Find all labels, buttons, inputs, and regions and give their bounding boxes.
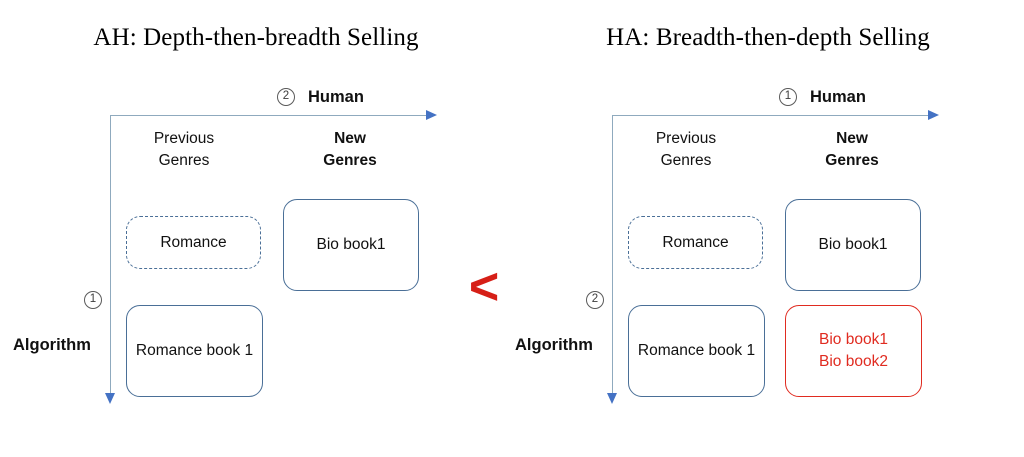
box-romance-book1-ah[interactable]: Romance book 1 bbox=[126, 305, 263, 397]
panel-title-ha: HA: Breadth-then-depth Selling bbox=[606, 24, 930, 51]
step-badge-algorithm-ha: 2 bbox=[586, 291, 604, 309]
box-romance-book1-ha[interactable]: Romance book 1 bbox=[628, 305, 765, 397]
comparison-operator: < bbox=[468, 258, 500, 316]
panel-ah: AH: Depth-then-breadth Selling 2 Human 1… bbox=[13, 24, 437, 404]
vertical-axis-line-ha bbox=[612, 115, 613, 395]
horizontal-axis-arrow-ha bbox=[928, 110, 939, 120]
step-badge-human-ah: 2 bbox=[277, 88, 295, 106]
panel-ha: HA: Breadth-then-depth Selling 1 Human 2… bbox=[512, 0, 1024, 457]
axis-label-algorithm-ah: Algorithm bbox=[13, 336, 91, 354]
column-header-previous-genres-ah: Previous Genres bbox=[153, 130, 215, 169]
vertical-axis-arrow-ha bbox=[606, 393, 617, 404]
step-badge-algorithm-ah: 1 bbox=[84, 291, 102, 309]
box-bio-books-new-ha[interactable]: Bio book1 Bio book2 bbox=[785, 305, 922, 397]
vertical-axis-arrow-ah bbox=[104, 393, 115, 404]
horizontal-axis-line-ha bbox=[612, 115, 930, 116]
vertical-axis-line-ah bbox=[110, 115, 111, 395]
column-header-new-genres-ha: New Genres bbox=[825, 130, 879, 169]
box-romance-genre-ha[interactable]: Romance bbox=[628, 216, 763, 269]
step-badge-human-ha: 1 bbox=[779, 88, 797, 106]
horizontal-axis-line-ah bbox=[110, 115, 428, 116]
axis-label-algorithm-ha: Algorithm bbox=[515, 336, 593, 354]
column-header-previous-genres-ha: Previous Genres bbox=[655, 130, 717, 169]
panel-title-ah: AH: Depth-then-breadth Selling bbox=[93, 24, 419, 51]
column-header-new-genres-ah: New Genres bbox=[323, 130, 377, 169]
axis-label-human-ha: Human bbox=[810, 88, 866, 106]
horizontal-axis-arrow-ah bbox=[426, 110, 437, 120]
box-bio-book1-ah[interactable]: Bio book1 bbox=[283, 199, 419, 291]
box-bio-book1-ha[interactable]: Bio book1 bbox=[785, 199, 921, 291]
box-romance-genre-ah[interactable]: Romance bbox=[126, 216, 261, 269]
axis-label-human-ah: Human bbox=[308, 88, 364, 106]
